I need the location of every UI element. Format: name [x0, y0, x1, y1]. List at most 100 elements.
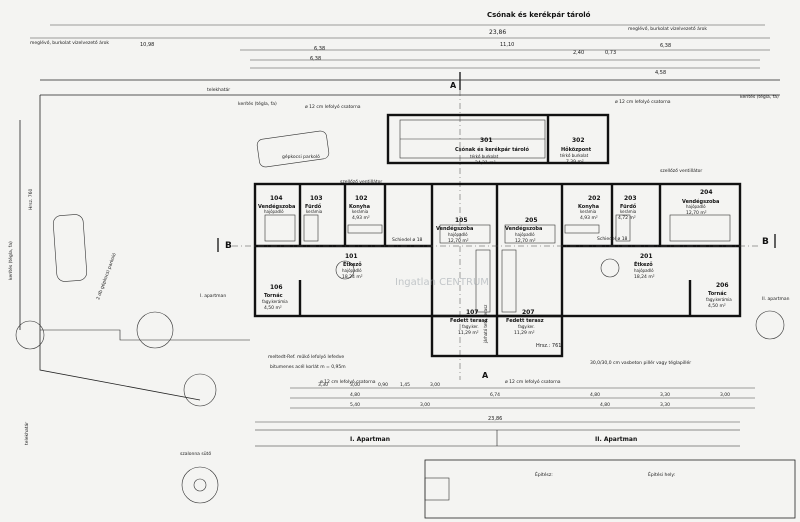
room-num: 203	[624, 195, 637, 202]
room-floor: kerámia	[352, 209, 369, 214]
room-floor: fagy.kerámia	[706, 297, 732, 302]
room-name: Tornác	[264, 292, 283, 299]
tree-2	[136, 311, 174, 349]
room-area: 12,70 m²	[515, 238, 536, 244]
room-num: 201	[640, 253, 653, 260]
stair-right	[501, 249, 517, 313]
room-num: 205	[525, 217, 538, 224]
bdim-r2-0: 4,80	[350, 392, 360, 398]
room-area: 4,50 m²	[264, 305, 282, 311]
top-dim-d: 4,58	[655, 70, 666, 76]
room-area: 4,93 m²	[580, 215, 598, 221]
room-num: 104	[270, 195, 283, 202]
room-floor: kerámia	[580, 209, 597, 214]
path-outline	[40, 329, 250, 341]
room-floor: térkő burkolat	[560, 153, 589, 158]
room-name: Fedett terasz	[450, 318, 488, 324]
room-name: Hőközpont	[561, 147, 592, 153]
dining-table-101	[335, 260, 355, 280]
room-name: Vendégszoba	[682, 198, 719, 205]
watermark: Ingatlan CENTRUM	[395, 277, 489, 288]
room-label-203: 203 Fürdő kerámia 4,72 m²	[618, 195, 637, 221]
top-dim-a: 2,40	[573, 50, 584, 56]
schiedel-left: Schiedel ø 18	[392, 237, 423, 243]
room-label-202: 202 Konyha kerámia 4,93 m²	[578, 195, 601, 221]
parking-top-note: gépkocsi parkoló	[282, 153, 320, 160]
bdim-r2-3: 3,30	[660, 392, 670, 398]
room-num: 101	[345, 253, 358, 260]
bdim-r3-2: 4,80	[600, 402, 610, 408]
room-label-205: 205 Vendégszoba hajópadló 12,70 m²	[505, 217, 542, 244]
room-label-301: 301 Csónak és kerékpár tároló térkő burk…	[455, 137, 529, 166]
kitchen-counter-left	[347, 224, 383, 234]
apt1-entry-label: I. apartman	[200, 293, 226, 299]
room-num: 102	[355, 195, 368, 202]
top-dim-c: 6,38	[314, 46, 325, 52]
drawing-title: Csónak és kerékpár tároló	[487, 11, 591, 19]
top-dim-b: 0,73	[605, 50, 616, 56]
szelloz-left-note: szellőző ventillátor	[340, 178, 382, 185]
storage-block	[386, 113, 610, 165]
room-floor: térkő burkolat	[470, 154, 499, 159]
room-area: 4,50 m²	[708, 303, 726, 309]
bed-105	[439, 224, 491, 244]
terasz-note: járható tető, terasz	[483, 305, 488, 344]
room-name: Vendégszoba	[258, 203, 295, 210]
room-area: 24,21 m²	[475, 160, 496, 166]
room-floor: fagy.ker.	[462, 324, 479, 329]
room-name: Étkező	[343, 260, 362, 268]
bdim-r3-3: 3,30	[660, 402, 670, 408]
room-label-106: 106 Tornác fagy.kerámia 4,50 m²	[262, 284, 288, 311]
room-label-101: 101 Étkező hajópadló 18,24 m²	[342, 253, 363, 280]
room-floor: kerámia	[306, 209, 323, 214]
section-a-top: A	[450, 81, 457, 90]
room-name: Tornác	[708, 290, 727, 297]
section-b-right: B	[762, 237, 769, 247]
room-label-103: 103 Fürdő kerámia	[305, 195, 323, 214]
top-dim-left: 10,98	[140, 42, 154, 48]
fence-right-note: kerítés (tégla, fa)	[740, 93, 779, 100]
room-num: 106	[270, 284, 283, 291]
stair-left	[475, 249, 491, 313]
signature-label: Építész:	[535, 470, 553, 478]
gutter-bottom-left: ø 12 cm lefolyó csatorna	[320, 378, 376, 385]
room-area: 4,93 m²	[352, 215, 370, 221]
room-num: 207	[522, 309, 535, 316]
room-floor: fagy.kerámia	[262, 299, 288, 304]
room-num: 204	[700, 189, 713, 196]
room-floor: hajópadló	[515, 232, 535, 237]
apt2-entry-label: II. apartman	[762, 296, 790, 302]
room-name: Csónak és kerékpár tároló	[455, 146, 529, 153]
bed-204	[669, 214, 731, 242]
szelloz-right-note: szellőző ventillátor	[660, 167, 702, 174]
grill-circle	[181, 466, 219, 504]
car-left-outline	[52, 214, 88, 282]
room-num: 202	[588, 195, 601, 202]
pillar-note: 30,0/30,0 cm vasbeton pillér vagy téglap…	[590, 359, 691, 366]
hrsz-label: Hrsz.: 761	[536, 343, 561, 349]
bdim-r1-0: 3,30	[318, 382, 328, 388]
room-num: 206	[716, 282, 729, 289]
apartment-2-label: II. Apartman	[595, 436, 637, 443]
bdim-total: 23,86	[488, 416, 502, 422]
room-area: 12,70 m²	[686, 210, 707, 216]
room-name: Konyha	[349, 204, 370, 210]
tree-1	[15, 320, 45, 350]
kitchen-counter-right	[564, 224, 600, 234]
room-name: Fürdő	[305, 204, 322, 210]
bdim-r3-0: 5,40	[350, 402, 360, 408]
room-area: 7,39 m²	[566, 159, 584, 165]
bdim-r2-2: 4,80	[590, 392, 600, 398]
room-num: 301	[480, 137, 493, 144]
tree-4	[755, 310, 785, 340]
tervezo-label: Építési hely:	[648, 470, 675, 478]
room-label-107: 107 Fedett terasz fagy.ker. 11,29 m²	[450, 309, 488, 336]
room-area: 18,24 m²	[342, 274, 363, 280]
room-area: 11,29 m²	[514, 330, 535, 336]
room-name: Vendégszoba	[436, 225, 473, 232]
top-dim-e: 6,38	[660, 43, 671, 49]
room-floor: fagy.ker.	[518, 324, 535, 329]
room-label-201: 201 Étkező hajópadló 18,24 m²	[634, 253, 655, 280]
room-area: 4,72 m²	[618, 215, 636, 221]
